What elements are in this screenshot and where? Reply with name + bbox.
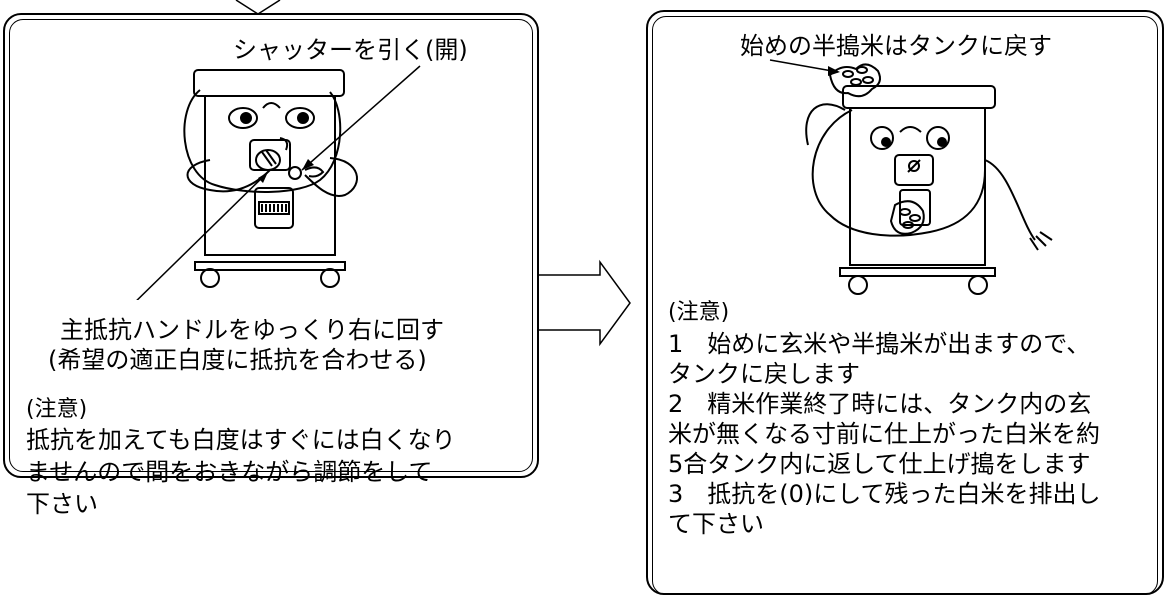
shutter-label: シャッターを引く(開) (233, 36, 468, 64)
machine-lid (842, 85, 996, 109)
wheel (848, 275, 868, 295)
right-panel-frame-outer (646, 10, 1164, 595)
right-note-line: 1 始めに玄米や半搗米が出ますので、 (668, 330, 1091, 358)
right-note-heading: (注意) (668, 300, 730, 325)
left-panel-frame-outer (3, 13, 539, 478)
machine-lid (193, 69, 345, 97)
right-note-line: タンクに戻します (668, 360, 860, 388)
handle-sublabel: (希望の適正白度に抵抗を合わせる) (48, 346, 427, 374)
rice-machine-character (183, 69, 358, 288)
right-note-line: て下さい (668, 510, 764, 538)
left-panel-frame-inner (9, 19, 533, 472)
left-note-heading: (注意) (26, 397, 88, 422)
left-note-line: 抵抗を加えても白度はすぐには白くなり (26, 426, 456, 454)
return-pointer-line (769, 59, 839, 73)
handle-label: 主抵抗ハンドルをゆっくり右に回す (60, 316, 444, 344)
right-note-line: 3 抵抗を(0)にして残った白米を排出し (668, 480, 1101, 508)
wheel (320, 268, 340, 288)
left-note-line: 下さい (26, 490, 98, 518)
handle-pointer-line (136, 171, 269, 300)
left-step-panel: シャッターを引く(開) 主抵抗ハンドルをゆっくり右に回す (希望の適正白度に抵抗… (0, 0, 560, 591)
shutter-pointer-line (301, 65, 421, 171)
right-panel-frame-inner (652, 16, 1158, 595)
wheel (200, 268, 220, 288)
wheel (968, 275, 988, 295)
return-to-tank-label: 始めの半搗米はタンクに戻す (740, 32, 1052, 60)
right-note-line: 2 精米作業終了時には、タンク内の玄 (668, 390, 1092, 418)
rice-machine-returning-rice (805, 63, 1053, 295)
top-connector-arrow (235, 0, 281, 15)
left-panel-illustration (136, 0, 421, 300)
right-note-line: 5合タンク内に返して仕上げ搗をします (668, 450, 1091, 478)
right-note-line: 米が無くなる寸前に仕上がった白米を約 (668, 420, 1100, 448)
left-note-line: ませんので間をおきながら調節をして (26, 458, 433, 486)
